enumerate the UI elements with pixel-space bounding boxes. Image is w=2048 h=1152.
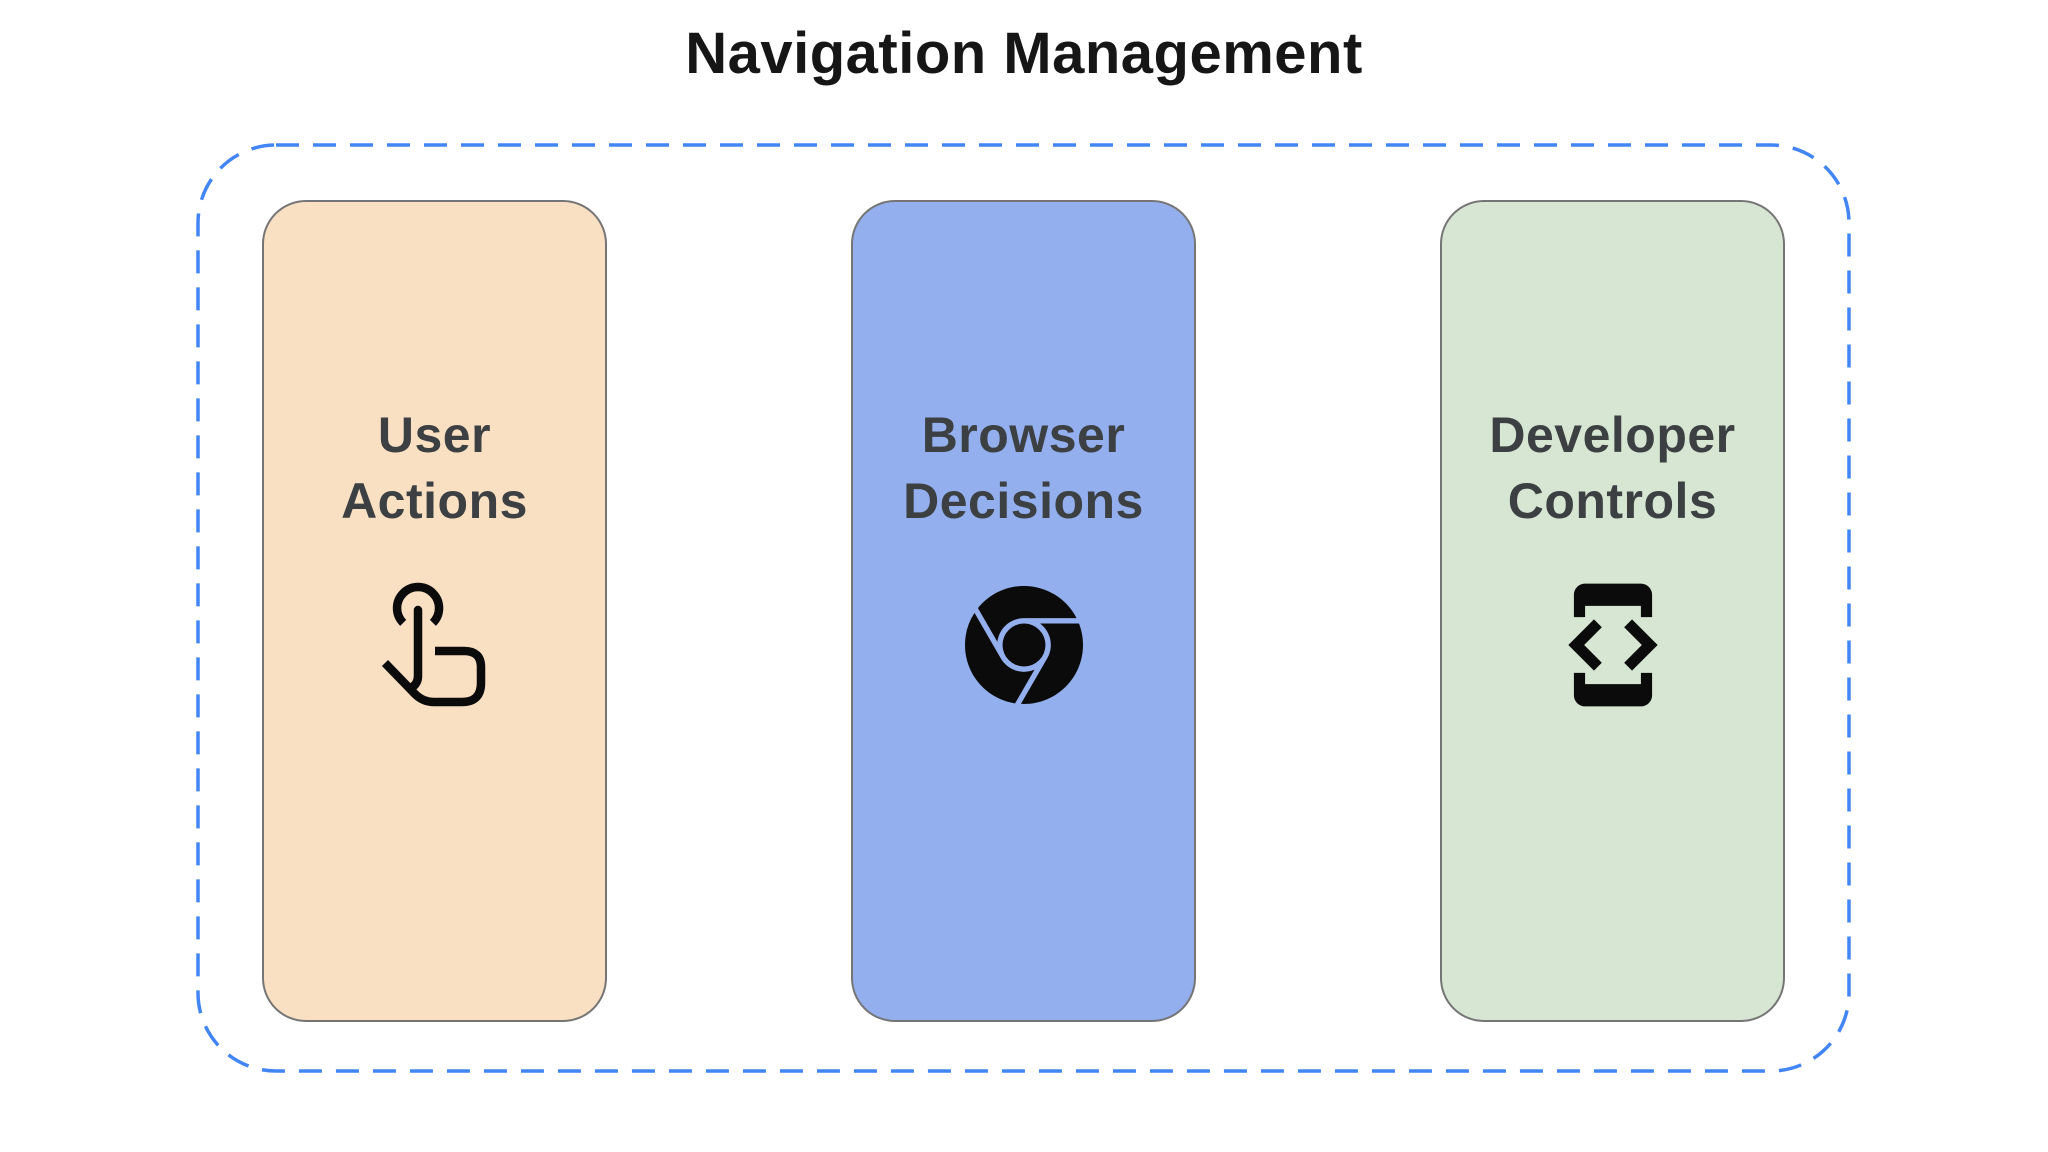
card-browser-decisions-content: Browser Decisions	[903, 402, 1144, 716]
card-browser-decisions: Browser Decisions	[851, 200, 1196, 1022]
chrome-icon	[964, 574, 1083, 716]
card-developer-controls-content: Developer Controls	[1489, 402, 1735, 716]
card-user-actions-content: User Actions	[341, 402, 528, 716]
diagram-title: Navigation Management	[685, 21, 1363, 86]
cards-row: User Actions	[262, 200, 1785, 1026]
card-developer-controls: Developer Controls	[1440, 200, 1785, 1022]
card-user-actions: User Actions	[262, 200, 607, 1022]
card-label: Browser Decisions	[903, 407, 1144, 529]
touch-gesture-icon	[380, 574, 488, 716]
dashed-border-rect	[196, 143, 1851, 1073]
dashed-container: User Actions	[196, 143, 1851, 1073]
card-label: User Actions	[341, 407, 528, 529]
dashed-border	[196, 143, 1851, 1073]
card-label: Developer Controls	[1489, 407, 1736, 529]
developer-mode-icon	[1546, 574, 1680, 716]
